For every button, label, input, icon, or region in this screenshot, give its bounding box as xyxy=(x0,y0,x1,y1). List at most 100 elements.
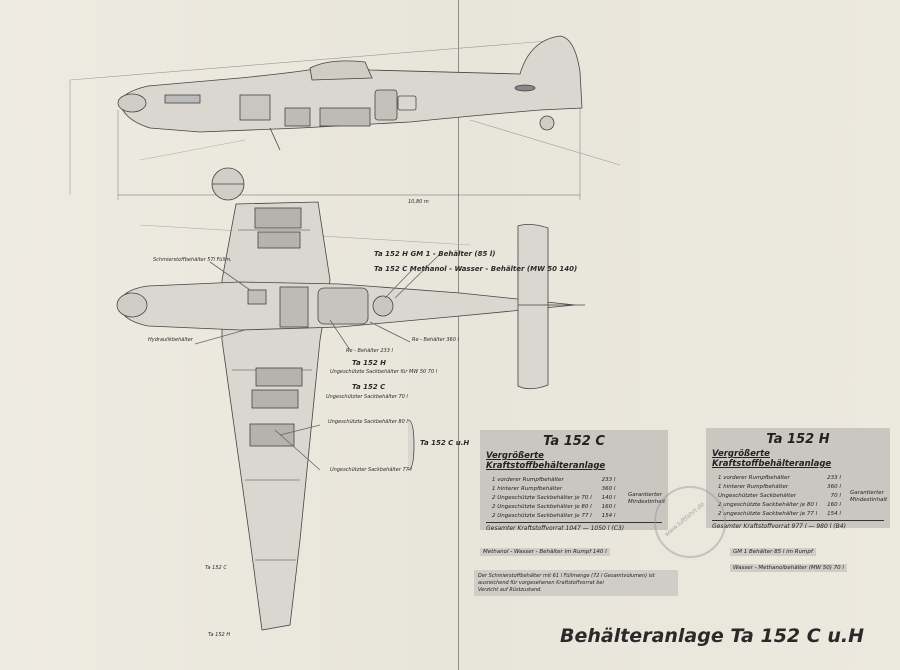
row-label: 2 Ungeschützte Sackbehälter je 77 l xyxy=(492,512,592,519)
note-line: Verzicht auf Rüstzustand. xyxy=(478,586,542,593)
strip-c-methanol: Methanol - Wasser - Behälter im Rumpf 14… xyxy=(480,548,610,556)
row-value: 233 l xyxy=(827,474,841,481)
row-value: 233 l xyxy=(601,476,616,483)
engine-mount xyxy=(239,94,271,121)
spinner-side xyxy=(117,93,147,113)
label-sack1: Ungeschützte Sackbehälter 80 l xyxy=(328,419,408,425)
label-h-gm1: Ta 152 H GM 1 - Behälter (85 l) xyxy=(374,250,496,258)
row-label: 2 ungeschützte Sackbehälter je 77 l xyxy=(718,510,818,517)
row-label: 2 Ungeschützte Sackbehälter je 70 l xyxy=(492,494,592,501)
wing-tank-lower-3 xyxy=(249,423,295,447)
exhaust-stubs xyxy=(164,94,201,104)
leader-mw xyxy=(384,269,413,299)
row-label: 1 hinterer Rumpfbehälter xyxy=(492,485,563,492)
label-re-right: Re - Behälter 360 l xyxy=(412,337,459,343)
top-view xyxy=(116,201,585,631)
label-wing-h: Ta 152 H xyxy=(208,632,231,638)
strip-h-mw: Wasser - Methanolbehälter (MW 50) 70 l xyxy=(730,564,847,572)
mw-tank-top xyxy=(372,295,394,317)
wing-planform xyxy=(221,201,331,631)
row-label: 2 Ungeschützte Sackbehälter je 80 l xyxy=(492,503,592,510)
page-title: Behälteranlage Ta 152 C u.H xyxy=(560,625,864,647)
row-value: 140 l xyxy=(601,494,616,501)
panel-c-subtitle: Vergrößerte Kraftstoffbehälteranlage xyxy=(486,451,606,471)
tailplane xyxy=(517,224,549,390)
leader-re-left xyxy=(329,319,351,351)
wing-tank-upper xyxy=(254,207,302,229)
table-row: 2 Ungeschützte Sackbehälter je 70 l 140 l xyxy=(490,493,617,502)
table-row: 2 Ungeschützte Sackbehälter je 80 l 160 l xyxy=(490,502,617,511)
row-label: 1 vorderer Rumpfbehälter xyxy=(492,476,564,483)
canopy xyxy=(309,60,373,81)
row-value: 160 l xyxy=(601,503,616,510)
leader-sack1 xyxy=(279,424,321,436)
row-label: Ungeschützter Sackbehälter xyxy=(718,492,796,499)
row-value: 70 l xyxy=(830,492,841,499)
panel-h-title: Ta 152 H xyxy=(766,432,830,447)
leader-hydraulic xyxy=(194,329,246,345)
row-value: 160 l xyxy=(827,501,841,508)
front-tank-top xyxy=(279,286,309,328)
note-oil: Der Schmierstoffbehälter mit 61 l Füllme… xyxy=(474,570,678,597)
tail-wheel xyxy=(539,115,555,131)
gm1-tank-side xyxy=(397,95,417,111)
label-hydraulic: Hydraulikbehälter xyxy=(148,337,193,343)
panel-ta152c: Ta 152 C Vergrößerte Kraftstoffbehältera… xyxy=(480,430,668,532)
construction-line xyxy=(69,39,561,81)
table-row: 2 ungeschützte Sackbehälter je 77 l 154 l xyxy=(716,509,843,518)
panel-h-brace: Garantierter Mindestinhalt xyxy=(850,490,888,503)
rear-tank-side xyxy=(319,107,371,127)
table-row: 1 vorderer Rumpfbehälter 233 l xyxy=(716,473,843,482)
side-view xyxy=(117,35,583,201)
panel-c-total: Gesamter Kraftstoffvorrat 1047 — 1050 l … xyxy=(486,522,662,532)
fuselage-side xyxy=(119,35,583,133)
rear-tank-top xyxy=(317,287,369,325)
panel-h-subtitle: Vergrößerte Kraftstoffbehälteranlage xyxy=(712,449,832,469)
table-row: 2 Ungeschützte Sackbehälter je 77 l 154 l xyxy=(490,511,617,520)
row-value: 154 l xyxy=(827,510,841,517)
table-row: 1 hinterer Rumpfbehälter 360 l xyxy=(716,482,843,491)
label-h-mid-sub: Ungeschützte Sackbehälter für MW 50 70 l xyxy=(330,369,438,375)
construction-line xyxy=(469,119,621,166)
watermark-stamp xyxy=(654,486,726,558)
landing-gear xyxy=(269,127,281,151)
label-re-left: Re - Behälter 233 l xyxy=(346,348,393,354)
fold-line xyxy=(458,0,459,670)
brace-cuh xyxy=(407,419,415,471)
mw-tank-side xyxy=(374,89,398,121)
row-value: 360 l xyxy=(601,485,616,492)
row-label: 1 vorderer Rumpfbehälter xyxy=(718,474,790,481)
row-label: 1 hinterer Rumpfbehälter xyxy=(718,483,789,490)
label-c-mid: Ta 152 C xyxy=(352,383,386,391)
note-line: Der Schmierstoffbehälter mit 61 l Füllme… xyxy=(478,573,655,579)
leader-sack2 xyxy=(274,429,321,471)
table-row: 1 hinterer Rumpfbehälter 360 l xyxy=(490,484,617,493)
oil-tank-top xyxy=(247,289,267,305)
row-label: 2 ungeschützte Sackbehälter je 80 l xyxy=(718,501,818,508)
strip-h-gm1: GM 1 Behälter 85 l im Rumpf xyxy=(730,548,816,556)
panel-ta152h: Ta 152 H Vergrößerte Kraftstoffbehältera… xyxy=(706,428,890,530)
leader-gm1 xyxy=(394,253,441,299)
label-ta152cuh: Ta 152 C u.H xyxy=(420,439,470,447)
table-row: 1 vorderer Rumpfbehälter 233 l xyxy=(490,475,617,484)
label-h-mid: Ta 152 H xyxy=(352,359,387,367)
construction-line xyxy=(139,139,246,161)
panel-c-table: 1 vorderer Rumpfbehälter 233 l 1 hinterer… xyxy=(490,475,617,520)
label-c-mw: Ta 152 C Methanol - Wasser - Behälter (M… xyxy=(374,265,578,273)
note-line: ausreichend für vorgesehenen Kraftstoffv… xyxy=(478,579,604,586)
label-span: 10,80 m xyxy=(408,199,429,205)
panel-c-title: Ta 152 C xyxy=(543,434,605,449)
table-row: 2 ungeschützte Sackbehälter je 80 l 160 l xyxy=(716,500,843,509)
leader-oil xyxy=(209,261,251,291)
spinner-top xyxy=(116,292,148,318)
panel-h-total: Gesamter Kraftstoffvorrat 977 l — 980 l … xyxy=(712,520,884,530)
leader-re-right xyxy=(369,321,411,343)
row-value: 360 l xyxy=(827,483,841,490)
row-value: 154 l xyxy=(601,512,616,519)
panel-c-brace: Garantierter Mindestinhalt xyxy=(628,492,666,505)
tail-marking xyxy=(514,84,536,92)
wing-tank-lower-2 xyxy=(251,389,299,409)
front-tank-side xyxy=(284,107,311,127)
